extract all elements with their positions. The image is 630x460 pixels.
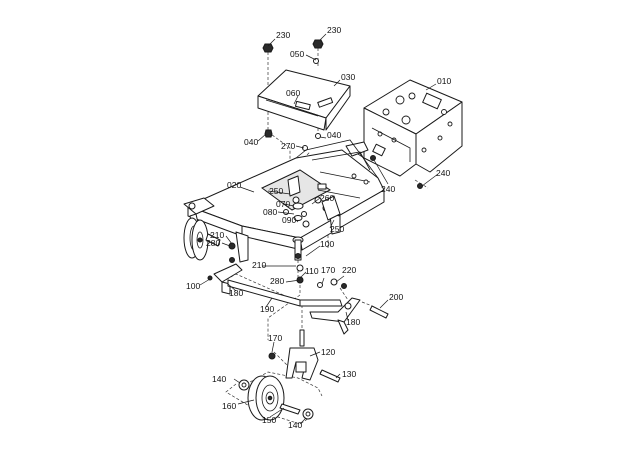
callout-080: 080 bbox=[263, 207, 277, 217]
main-housing-010 bbox=[345, 79, 463, 177]
wheel-160 bbox=[238, 369, 341, 421]
callout-070: 070 bbox=[276, 199, 290, 209]
callout-280-upper: 280 bbox=[206, 238, 220, 248]
axle-bar-190 bbox=[207, 263, 389, 335]
callout-030: 030 bbox=[341, 72, 355, 82]
upper-cover-030 bbox=[257, 69, 351, 131]
callout-140-left: 140 bbox=[212, 374, 226, 384]
callout-100-left: 100 bbox=[186, 281, 200, 291]
callout-140-right: 140 bbox=[288, 420, 302, 430]
callout-210-upper: 210 bbox=[210, 230, 224, 240]
leader-lines bbox=[199, 33, 439, 425]
callout-250-upper: 250 bbox=[269, 186, 283, 196]
callout-160: 160 bbox=[222, 401, 236, 411]
callout-090: 090 bbox=[282, 215, 296, 225]
callout-220: 220 bbox=[342, 265, 356, 275]
callout-280-lower: 280 bbox=[270, 276, 284, 286]
callout-050: 050 bbox=[290, 49, 304, 59]
cover-fasteners bbox=[262, 39, 324, 139]
callout-180-right: 180 bbox=[346, 317, 360, 327]
pivot-hardware bbox=[228, 175, 347, 289]
callout-100-right: 100 bbox=[320, 239, 334, 249]
callout-120: 120 bbox=[321, 347, 335, 357]
callout-270: 270 bbox=[281, 141, 295, 151]
callout-240-left: 240 bbox=[381, 184, 395, 194]
callout-040-left: 040 bbox=[244, 137, 258, 147]
callout-230-right: 230 bbox=[327, 25, 341, 35]
callout-010: 010 bbox=[437, 76, 451, 86]
callout-150: 150 bbox=[262, 415, 276, 425]
callout-190: 190 bbox=[260, 304, 274, 314]
callout-170-upper: 170 bbox=[321, 265, 335, 275]
callout-230-left: 230 bbox=[276, 30, 290, 40]
callout-180-left: 180 bbox=[229, 288, 243, 298]
callout-060: 060 bbox=[286, 88, 300, 98]
callout-020: 020 bbox=[227, 180, 241, 190]
callout-130: 130 bbox=[342, 369, 356, 379]
side-caster-assembly bbox=[183, 197, 221, 261]
housing-hardware bbox=[302, 145, 423, 189]
callout-040-right: 040 bbox=[327, 130, 341, 140]
callout-250-lower: 250 bbox=[330, 224, 344, 234]
callout-170-lower: 170 bbox=[268, 333, 282, 343]
callout-labels: 230 230 050 030 010 060 040 040 270 020 … bbox=[186, 25, 451, 430]
callout-240-right: 240 bbox=[436, 168, 450, 178]
callout-110: 110 bbox=[305, 266, 319, 276]
callout-260: 260 bbox=[320, 193, 334, 203]
callout-200: 200 bbox=[389, 292, 403, 302]
callout-210-lower: 210 bbox=[252, 260, 266, 270]
